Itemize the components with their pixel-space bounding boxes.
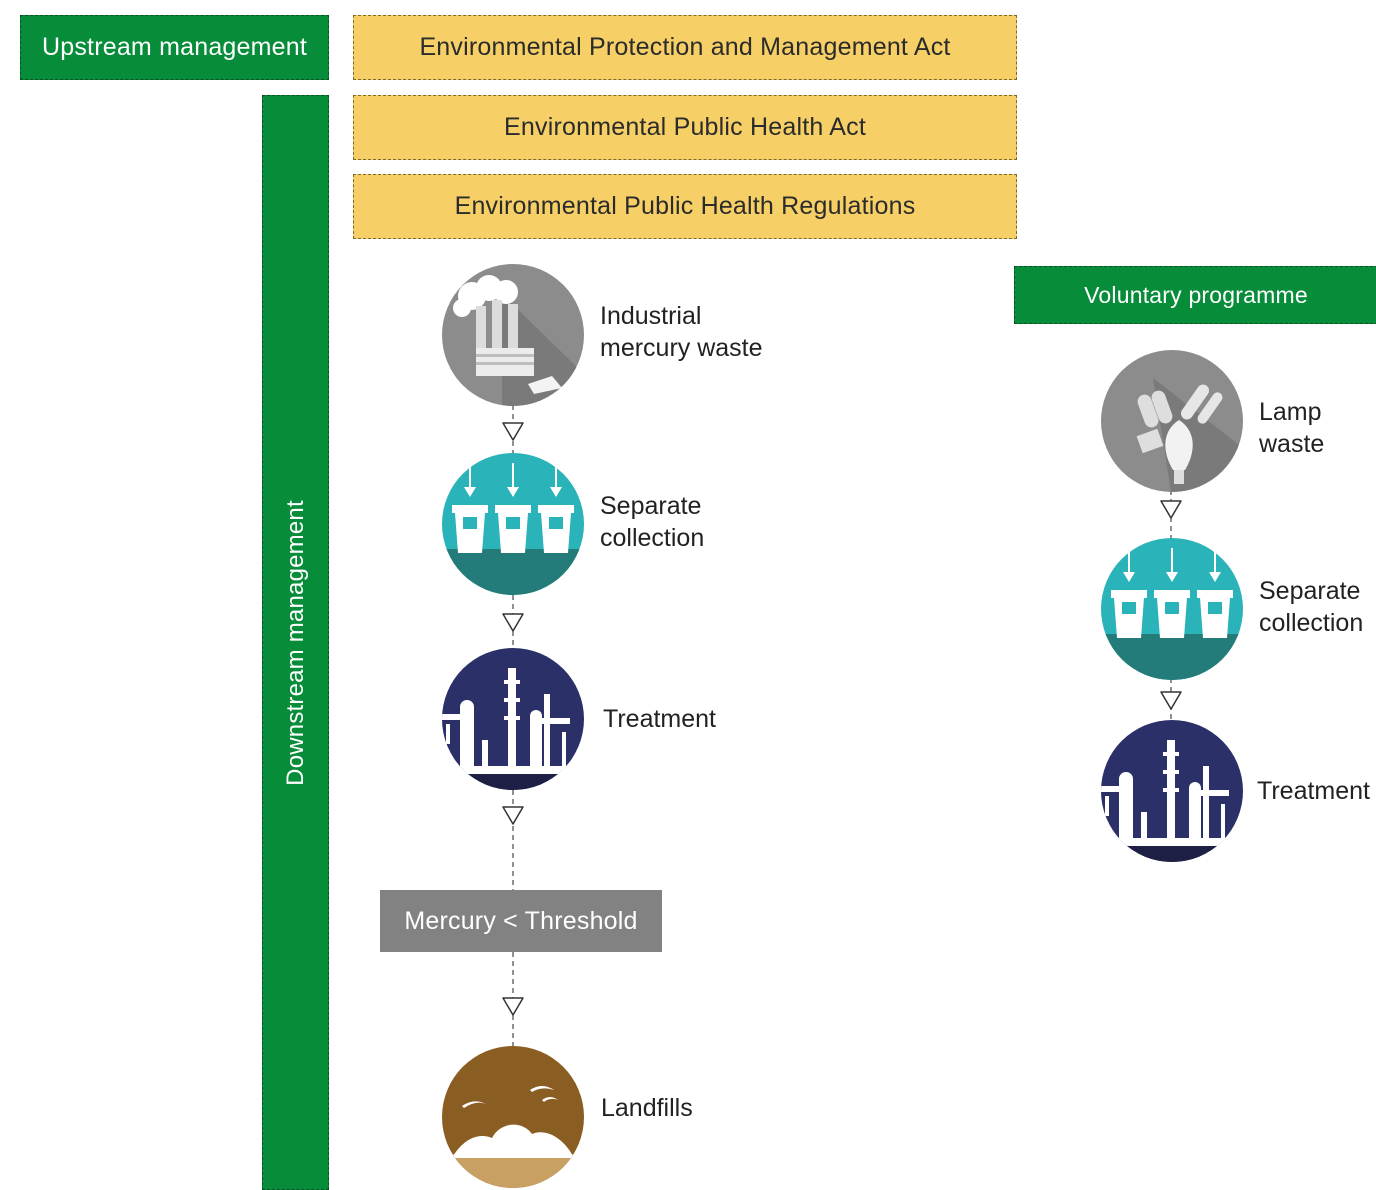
voluntary-treatment-text: Treatment (1257, 777, 1371, 805)
landfill-label: Landfills (601, 1092, 693, 1124)
voluntary-collection-line2: collection (1259, 609, 1364, 637)
lamp-label-line1: Lamp (1259, 398, 1322, 426)
voluntary-programme-text: Voluntary programme (1084, 281, 1308, 308)
arrow-icon (1160, 500, 1182, 519)
regulation-text-epha: Environmental Public Health Act (504, 113, 866, 141)
regulation-box-ephr: Environmental Public Health Regulations (353, 174, 1017, 239)
arrow-icon (502, 806, 524, 825)
arrow-icon (1160, 691, 1182, 710)
factory-icon (442, 264, 584, 406)
lamp-label-line2: waste (1259, 430, 1325, 458)
regulation-text-ephr: Environmental Public Health Regulations (454, 192, 916, 220)
upstream-management-label: Upstream management (20, 15, 329, 80)
voluntary-programme-label: Voluntary programme (1014, 266, 1376, 324)
collection-label-line1: Separate (600, 492, 702, 520)
treatment-plant-icon (1101, 720, 1243, 862)
treatment-plant-icon (442, 648, 584, 790)
treatment-label: Treatment (603, 703, 716, 735)
collection-label: Separate collection (600, 490, 704, 554)
upstream-management-text: Upstream management (41, 33, 308, 61)
treatment-label-text: Treatment (603, 705, 717, 733)
industrial-label-line1: Industrial (600, 302, 702, 330)
regulation-box-epma: Environmental Protection and Management … (353, 15, 1017, 80)
arrow-icon (502, 997, 524, 1016)
regulation-box-epha: Environmental Public Health Act (353, 95, 1017, 160)
collection-label-line2: collection (600, 524, 705, 552)
arrow-icon (502, 613, 524, 632)
landfill-label-text: Landfills (601, 1094, 693, 1122)
landfill-icon (442, 1046, 584, 1188)
industrial-waste-label: Industrial mercury waste (600, 300, 763, 364)
voluntary-collection-label: Separate collection (1259, 575, 1363, 639)
voluntary-collection-line1: Separate (1259, 577, 1361, 605)
regulation-text-epma: Environmental Protection and Management … (419, 33, 951, 61)
mercury-threshold-text: Mercury < Threshold (404, 906, 638, 935)
voluntary-treatment-label: Treatment (1257, 775, 1370, 807)
recycle-bins-icon (1101, 538, 1243, 680)
mercury-threshold-box: Mercury < Threshold (380, 890, 662, 952)
lamp-bulbs-icon (1101, 350, 1243, 492)
lamp-waste-label: Lamp waste (1259, 396, 1324, 460)
recycle-bins-icon (442, 453, 584, 595)
industrial-label-line2: mercury waste (600, 334, 763, 362)
arrow-icon (502, 422, 524, 441)
